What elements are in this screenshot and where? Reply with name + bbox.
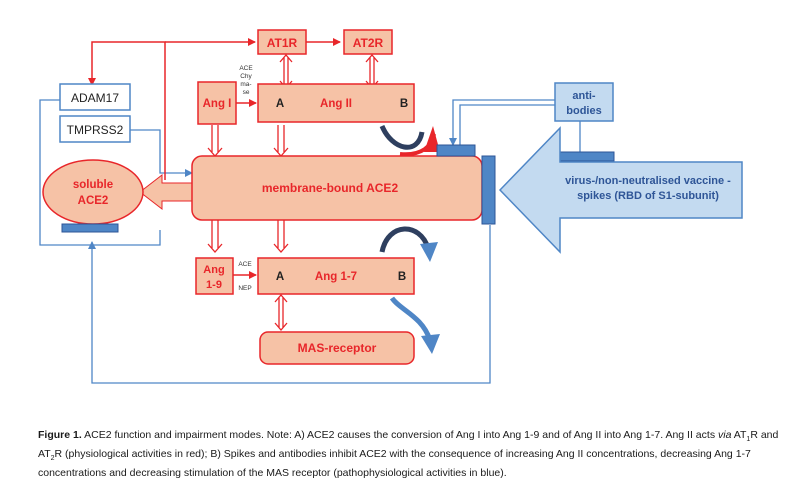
caption-part1: ACE2 function and impairment modes. Note… [81, 429, 718, 441]
ang17-site-b: B [398, 271, 406, 283]
caption-sub2: 2 [50, 455, 55, 463]
tmprss2-label: TMPRSS2 [67, 123, 124, 137]
antibodies-line1: anti- [572, 90, 596, 102]
caption-part4: R (physiological activities in red); B) … [38, 448, 751, 480]
ace2-top-blocker [436, 144, 476, 157]
red-connector-lines [88, 38, 341, 279]
ang2-box [257, 83, 415, 123]
membrane-ace2-label: membrane-bound ACE2 [262, 181, 399, 195]
antibodies-blocker [555, 151, 615, 162]
caption-part2: AT [731, 429, 747, 441]
caption-via: via [718, 429, 732, 441]
at1r-label: AT1R [267, 36, 298, 50]
ang17-mas-curve [389, 296, 433, 341]
enzyme-ma: ma- [240, 81, 251, 88]
antibodies-to-ace2-line-2 [459, 104, 555, 145]
adam17-box [59, 83, 131, 111]
ang19-line2: 1-9 [206, 279, 222, 291]
ace2-side-blocker [481, 155, 496, 225]
adam17-label: ADAM17 [71, 91, 119, 105]
soluble-ace2-line2: ACE2 [78, 195, 109, 207]
ang17-box [257, 257, 415, 295]
antibodies-to-ace2-line [449, 99, 555, 146]
at1r-box [257, 29, 307, 55]
ang1-to-ace2-arrow [207, 125, 223, 157]
enzyme-ace-top: ACE [239, 65, 253, 72]
adam17-to-soluble-line [39, 99, 161, 246]
enzyme-se: se [243, 89, 250, 96]
caption-part3: R and AT [38, 429, 779, 461]
caption-sub1: 1 [746, 436, 751, 444]
soluble-ace2-ellipse [42, 159, 144, 225]
ace2-to-ang19-arrow [207, 220, 223, 253]
tmprss2-box [59, 115, 131, 143]
blue-connector-lines [39, 99, 581, 384]
enzyme-nep: NEP [238, 285, 251, 292]
antibodies-box [554, 82, 614, 122]
at2r-ang2-double-arrow [365, 54, 379, 89]
shedding-arrow [139, 173, 193, 211]
at2r-box [343, 29, 393, 55]
tmprss2-to-ace2-line [130, 129, 193, 177]
mas-receptor-label: MAS-receptor [298, 341, 377, 355]
ang19-box [195, 257, 234, 295]
enzymes-top: ACE Chy ma- se [239, 65, 253, 96]
ang1-box [197, 81, 237, 125]
spike-line2: spikes (RBD of S1-subunit) [577, 190, 719, 202]
caption-label: Figure 1. [38, 429, 82, 441]
ace2-curve-dark [379, 226, 431, 253]
ace2-curve-blue-head [420, 242, 438, 262]
enzyme-chy: Chy [240, 73, 252, 80]
antibodies-line2: bodies [566, 105, 601, 117]
spike-feedback-line [88, 225, 491, 384]
mas-receptor-box [259, 331, 415, 365]
ang2-curve-red [399, 133, 436, 157]
ang17-site-a: A [276, 271, 284, 283]
ang19-line1: Ang [203, 264, 224, 276]
figure-caption: Figure 1. ACE2 function and impairment m… [38, 428, 798, 481]
ace2-to-ang17-arrow [273, 220, 289, 253]
ang2-label: Ang II [320, 98, 352, 110]
ace2-diagram: AT1R AT2R ADAM17 TMPRSS2 Ang I ACE Chy m… [39, 29, 743, 384]
ang2-to-ace2-arrow [273, 125, 289, 157]
at1r-ang2-double-arrow [279, 54, 293, 89]
ang17-mas-curve-head [421, 334, 440, 354]
mas-ang17-double-arrow [274, 294, 288, 331]
at2r-label: AT2R [353, 36, 384, 50]
ace2-adam17-link [88, 41, 166, 180]
soluble-ace2-blocker [61, 223, 119, 233]
ang2-site-b: B [400, 98, 408, 110]
ang1-label: Ang I [203, 98, 232, 110]
ang17-label: Ang 1-7 [315, 271, 357, 283]
soluble-ace2-line1: soluble [73, 179, 113, 191]
ang2-curve-dark [379, 124, 425, 150]
spike-arrow [498, 126, 743, 254]
spike-line1: virus-/non-neutralised vaccine - [565, 175, 731, 187]
enzyme-ace-bottom: ACE [238, 261, 252, 268]
ang2-site-a: A [276, 98, 284, 110]
